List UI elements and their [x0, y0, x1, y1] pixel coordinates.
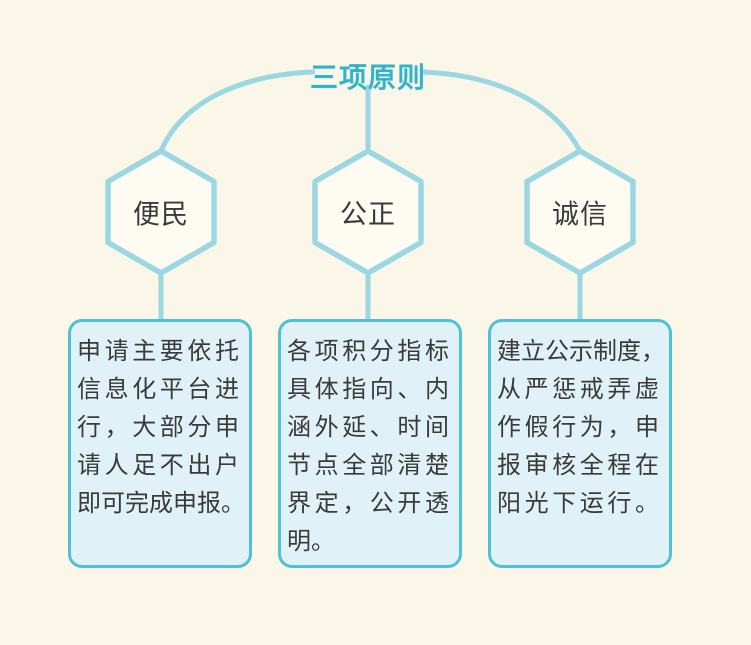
- hexagon-node-3: [524, 148, 636, 276]
- detail-line: 即可完成申报。: [77, 490, 245, 517]
- detail-line: 行，大部分申: [77, 414, 243, 441]
- connector-curve-right: [420, 69, 583, 154]
- hexagon-label-1: 便民: [133, 199, 189, 230]
- detail-box-3: 建立公示制度， 从严惩戒弄虚 作假行为，申 报审核全程在 阳光下运行。: [488, 319, 672, 568]
- detail-line: 从严惩戒弄虚: [497, 376, 663, 403]
- detail-line: 作假行为，申: [497, 414, 663, 441]
- hexagon-node-1: [105, 148, 217, 276]
- detail-box-2: 各项积分指标 具体指向、内 涵外延、时间 节点全部清楚 界定，公开透 明。: [278, 319, 462, 568]
- detail-box-1: 申请主要依托 信息化平台进 行，大部分申 请人足不出户 即可完成申报。: [68, 319, 252, 568]
- detail-line: 阳光下运行。: [497, 490, 663, 517]
- detail-line: 明。: [287, 528, 335, 555]
- detail-line: 具体指向、内: [287, 376, 453, 403]
- connector-curve-left: [158, 69, 316, 154]
- detail-line: 各项积分指标: [287, 338, 453, 365]
- hexagon-label-3: 诚信: [552, 199, 608, 230]
- detail-line: 界定，公开透: [287, 490, 453, 517]
- detail-line: 涵外延、时间: [287, 414, 453, 441]
- detail-line: 报审核全程在: [497, 452, 663, 479]
- hexagon-label-2: 公正: [340, 199, 396, 230]
- detail-line: 申请主要依托: [77, 338, 243, 365]
- hexagon-node-2: [312, 148, 424, 276]
- diagram-title: 三项原则: [309, 62, 427, 93]
- detail-line: 信息化平台进: [77, 376, 243, 403]
- detail-line: 节点全部清楚: [287, 452, 453, 479]
- detail-line: 建立公示制度，: [497, 338, 665, 365]
- detail-line: 请人足不出户: [77, 452, 243, 479]
